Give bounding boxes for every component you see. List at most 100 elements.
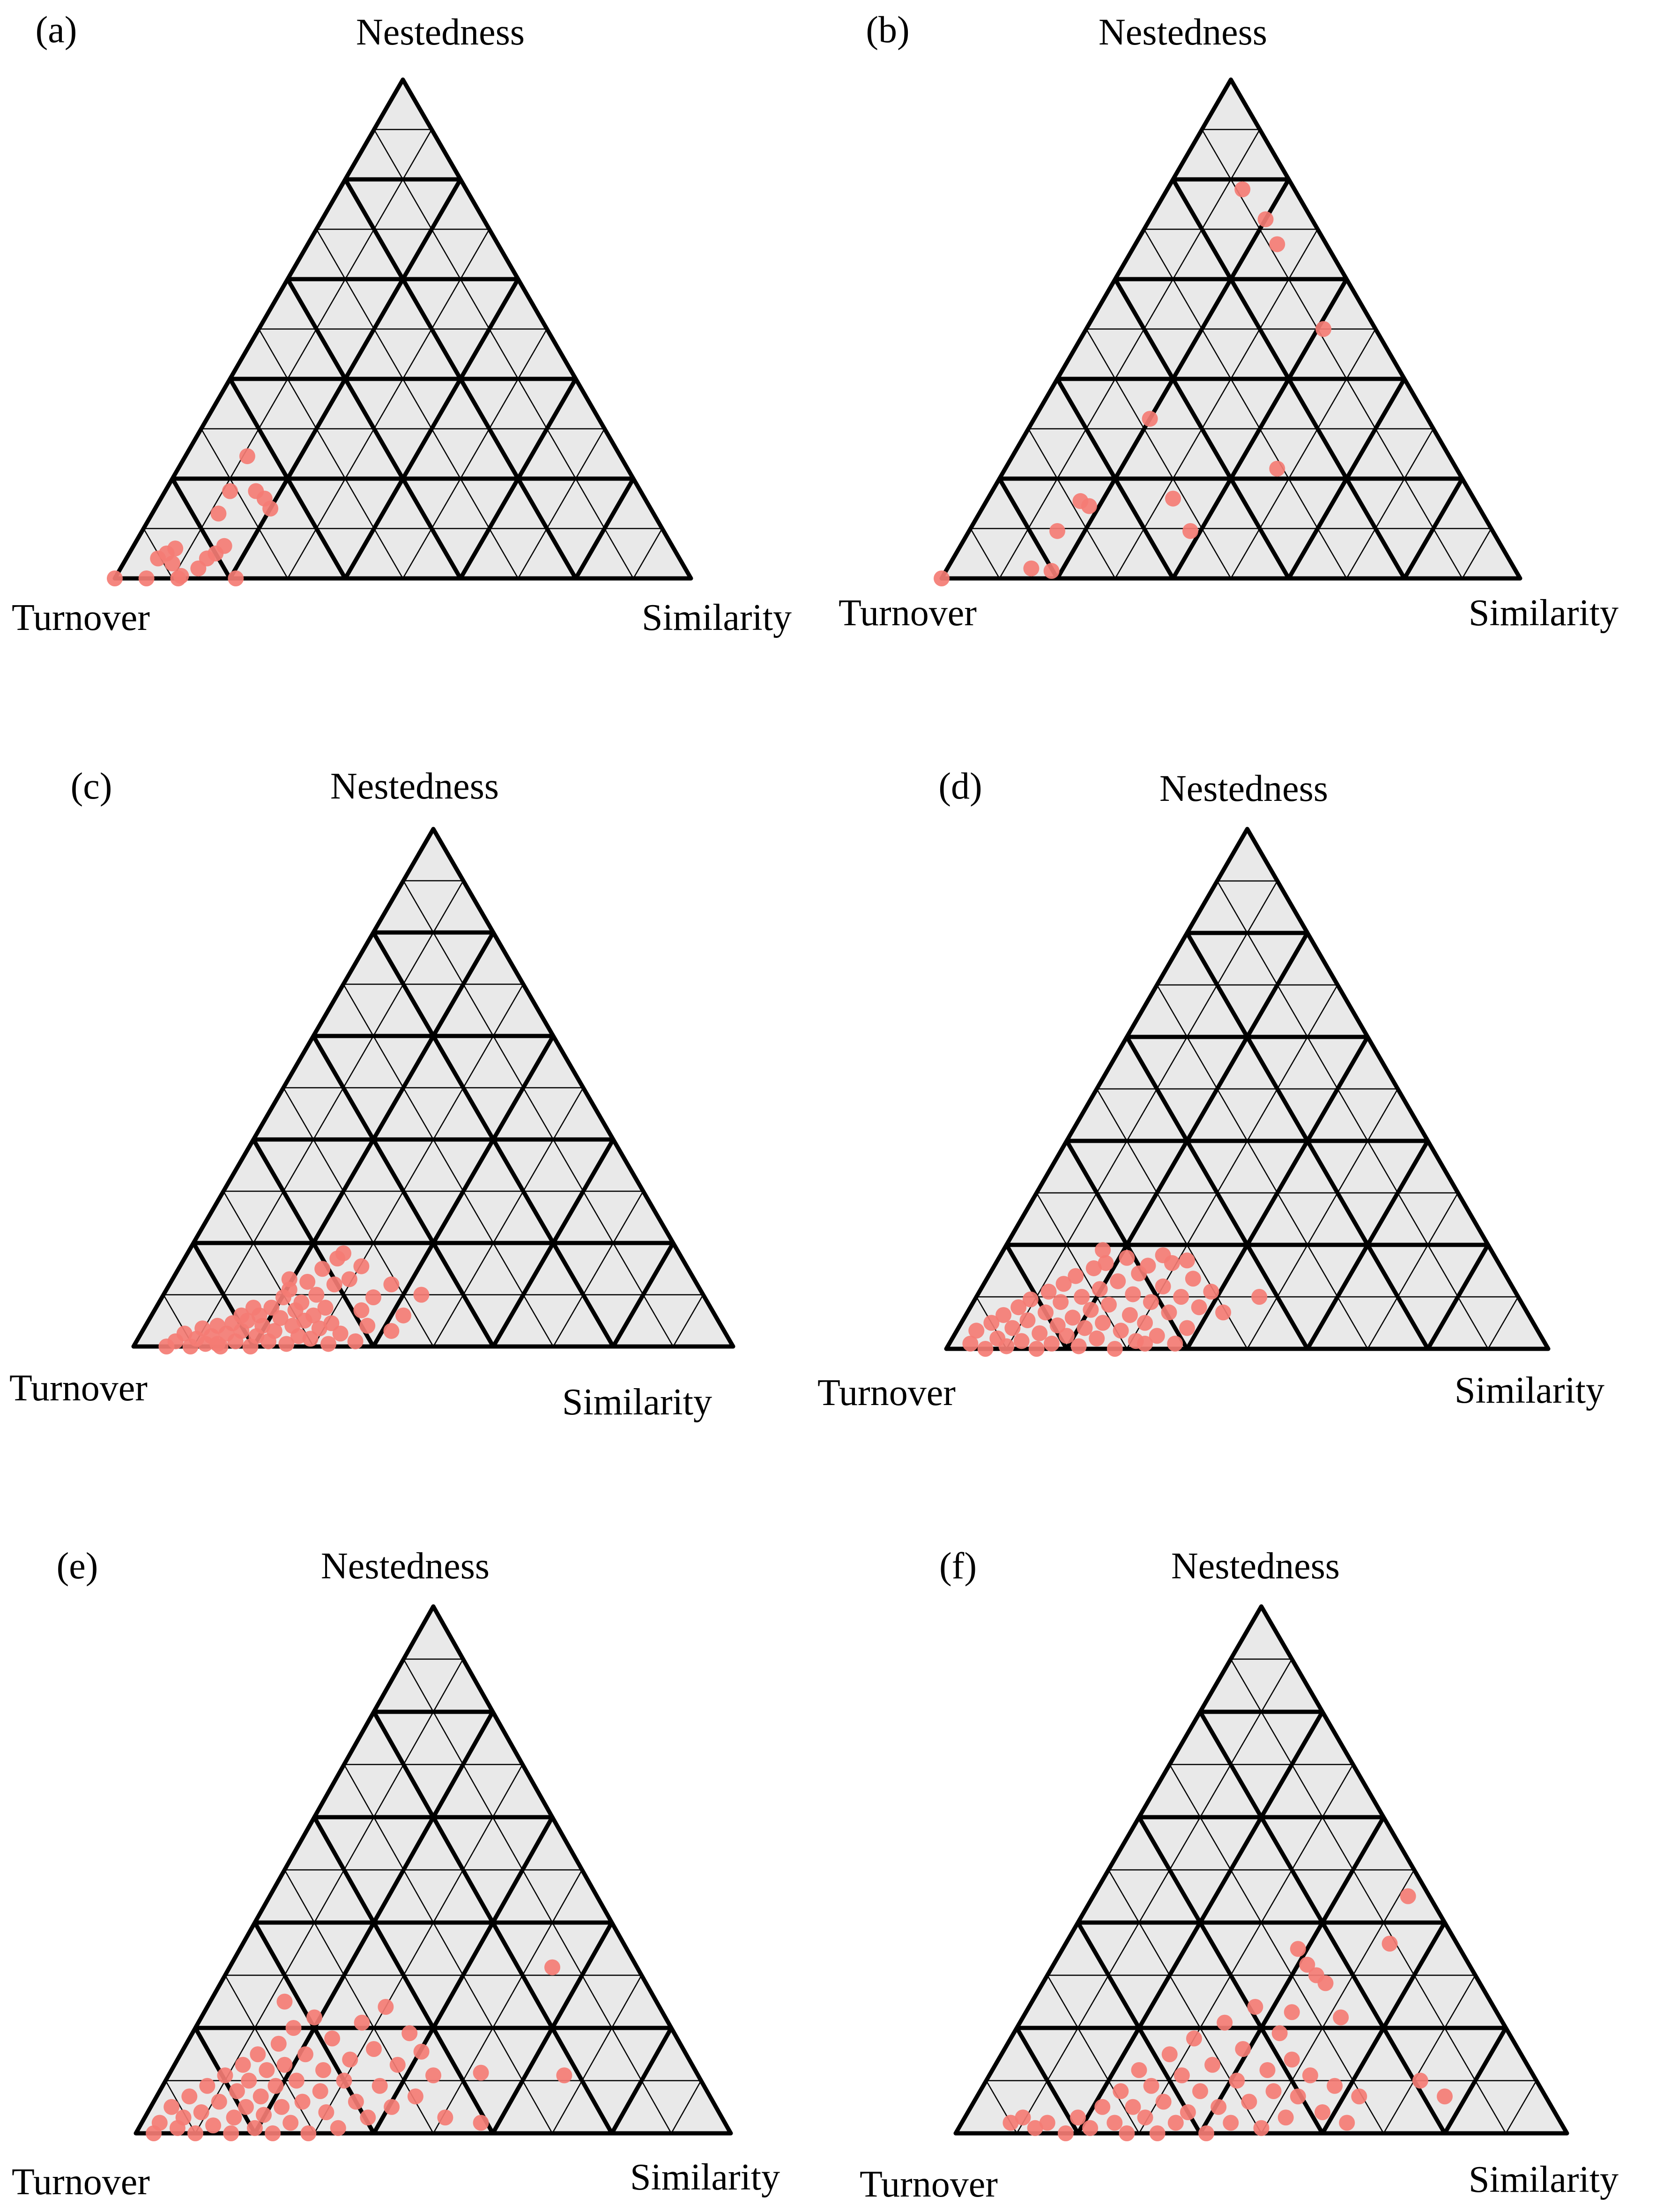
scatter-point bbox=[262, 500, 279, 517]
scatter-point bbox=[360, 2109, 376, 2126]
scatter-point bbox=[413, 2043, 430, 2060]
grid-line bbox=[284, 1869, 434, 2134]
scatter-point bbox=[1094, 2099, 1111, 2115]
grid-line bbox=[517, 428, 605, 579]
scatter-point bbox=[1302, 2067, 1318, 2084]
grid-line bbox=[372, 1710, 614, 2135]
vertex-label-turnover: Turnover bbox=[9, 1368, 148, 1409]
scatter-point bbox=[326, 1276, 342, 1293]
grid-line bbox=[1028, 428, 1116, 579]
grid-line bbox=[313, 1764, 523, 2134]
scatter-point bbox=[1119, 2125, 1135, 2141]
scatter-point bbox=[265, 2125, 281, 2141]
grid-line bbox=[342, 984, 554, 1347]
scatter-point bbox=[163, 2099, 180, 2115]
scatter-point bbox=[267, 2078, 284, 2094]
scatter-point bbox=[389, 2057, 406, 2073]
scatter-point bbox=[473, 2115, 489, 2131]
scatter-point bbox=[1053, 1294, 1069, 1310]
scatter-point bbox=[274, 2099, 290, 2115]
scatter-point bbox=[1083, 1302, 1099, 1318]
ternary-outline bbox=[134, 1604, 733, 2136]
scatter-point bbox=[1125, 2099, 1141, 2115]
scatter-point bbox=[238, 2099, 254, 2115]
scatter-point bbox=[1137, 1315, 1153, 1331]
scatter-point bbox=[1089, 1330, 1105, 1346]
grid-line bbox=[632, 528, 663, 579]
scatter-point bbox=[252, 2088, 269, 2105]
scatter-point bbox=[1149, 2125, 1166, 2141]
grid-line bbox=[343, 1764, 553, 2134]
scatter-point bbox=[1077, 1320, 1093, 1336]
scatter-point bbox=[329, 1250, 346, 1267]
scatter-point bbox=[359, 1317, 376, 1334]
scatter-point bbox=[107, 570, 123, 586]
scatter-point bbox=[272, 1310, 289, 1326]
scatter-point bbox=[1269, 460, 1285, 477]
vertex-label-turnover: Turnover bbox=[12, 597, 150, 638]
vertex-label-similarity: Similarity bbox=[1455, 1370, 1604, 1411]
grid-line bbox=[371, 931, 615, 1348]
scatter-point bbox=[371, 2078, 388, 2094]
scatter-point bbox=[1192, 2083, 1208, 2099]
grid-line bbox=[1015, 2027, 1080, 2135]
panel-label: (e) bbox=[57, 1546, 98, 1587]
scatter-point bbox=[1110, 1273, 1126, 1289]
scatter-point bbox=[1070, 1338, 1087, 1354]
scatter-point bbox=[187, 2125, 203, 2141]
scatter-point bbox=[223, 2125, 239, 2141]
vertex-label-similarity: Similarity bbox=[630, 2157, 780, 2198]
scatter-point bbox=[1284, 2051, 1300, 2068]
scatter-point bbox=[210, 505, 227, 522]
scatter-point bbox=[1185, 1271, 1201, 1287]
scatter-point bbox=[998, 1338, 1015, 1354]
scatter-point bbox=[235, 2057, 251, 2073]
scatter-point bbox=[1095, 1315, 1111, 1331]
scatter-point bbox=[1010, 1299, 1027, 1316]
scatter-point bbox=[1022, 1291, 1039, 1308]
grid-line bbox=[1247, 1088, 1398, 1349]
scatter-point bbox=[1064, 1309, 1081, 1326]
scatter-point bbox=[314, 1261, 331, 1277]
vertex-label-turnover: Turnover bbox=[860, 2164, 998, 2205]
scatter-point bbox=[306, 2009, 322, 2026]
scatter-point bbox=[995, 1307, 1012, 1323]
scatter-point bbox=[1143, 1294, 1159, 1310]
scatter-point bbox=[318, 2104, 334, 2120]
scatter-point bbox=[175, 2109, 192, 2126]
scatter-point bbox=[278, 1336, 295, 1352]
scatter-point bbox=[1013, 1333, 1030, 1349]
scatter-point bbox=[1186, 2030, 1202, 2047]
scatter-point bbox=[138, 570, 155, 586]
scatter-point bbox=[1191, 1299, 1207, 1316]
grid-line bbox=[432, 1087, 584, 1347]
grid-line bbox=[258, 328, 404, 579]
scatter-point bbox=[968, 1323, 985, 1339]
grid-line bbox=[1198, 1710, 1447, 2135]
scatter-point bbox=[1234, 181, 1251, 198]
grid-line bbox=[282, 1087, 434, 1347]
scatter-point bbox=[353, 1302, 370, 1318]
scatter-point bbox=[378, 1999, 394, 2015]
vertex-label-nestedness: Nestedness bbox=[1171, 1546, 1340, 1587]
scatter-point bbox=[228, 570, 244, 586]
scatter-point bbox=[1032, 1325, 1048, 1341]
scatter-point bbox=[1043, 563, 1060, 579]
scatter-point bbox=[323, 1315, 340, 1332]
scatter-point bbox=[1119, 1250, 1135, 1266]
scatter-point bbox=[336, 2072, 352, 2089]
grid-line bbox=[670, 2080, 702, 2134]
scatter-point bbox=[962, 1335, 979, 1352]
scatter-point bbox=[276, 1993, 293, 2010]
scatter-point bbox=[1143, 2078, 1159, 2094]
grid-line bbox=[201, 428, 289, 579]
scatter-point bbox=[1179, 1252, 1195, 1269]
grid-line bbox=[252, 1138, 375, 1348]
vertex-label-nestedness: Nestedness bbox=[1099, 12, 1267, 53]
scatter-point bbox=[1137, 1335, 1153, 1352]
scatter-point bbox=[259, 2062, 275, 2078]
scatter-point bbox=[315, 2062, 332, 2078]
grid-line bbox=[1462, 528, 1492, 579]
scatter-point bbox=[1210, 2099, 1227, 2115]
